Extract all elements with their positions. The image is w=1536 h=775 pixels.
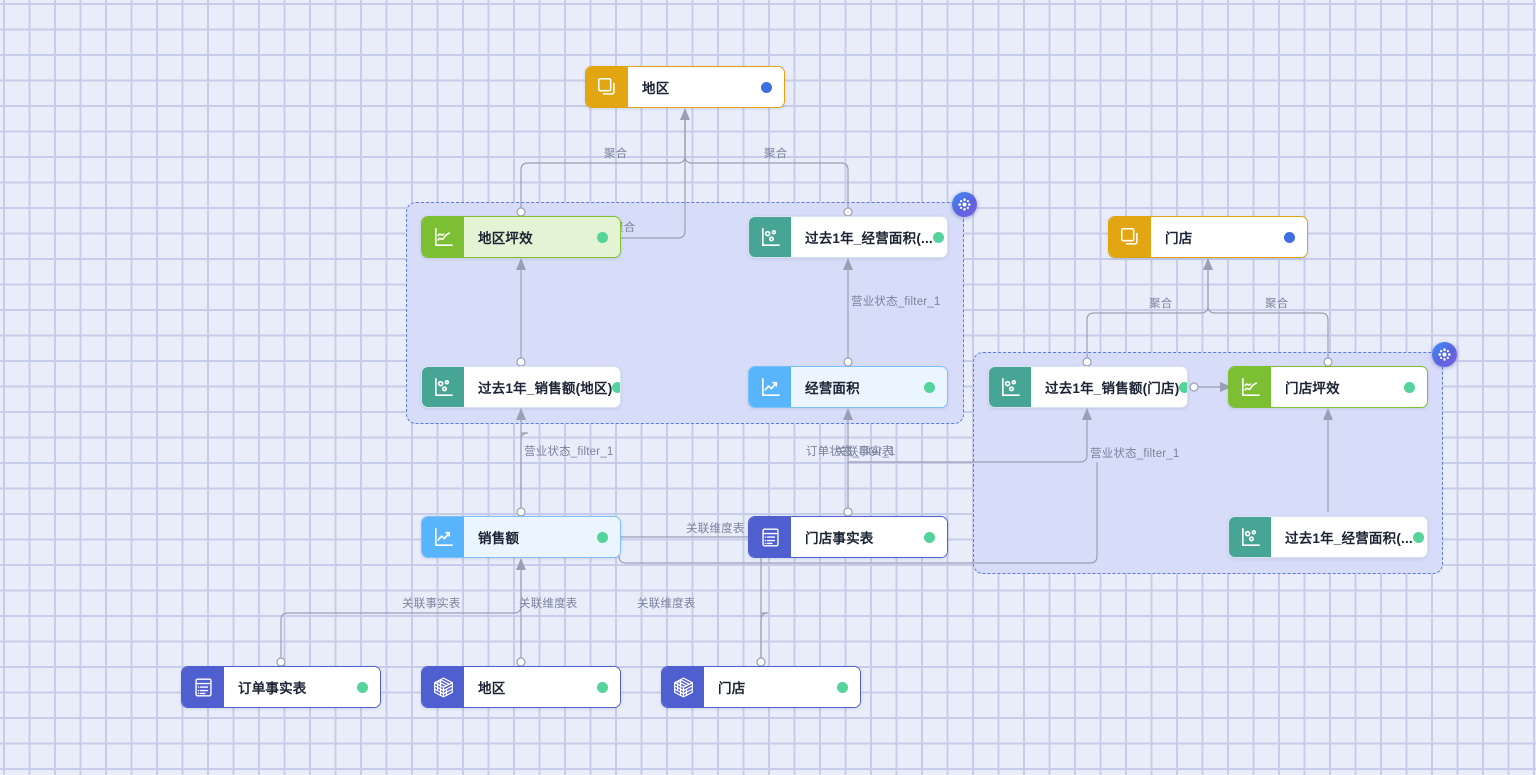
- node-label: 过去1年_经营面积(...: [805, 231, 933, 246]
- node-table-store-fact[interactable]: 门店事实表: [748, 516, 948, 558]
- node-atomic-region-sales-1y[interactable]: 过去1年_销售额(地区): [421, 366, 621, 408]
- node-label: 地区坪效: [478, 231, 533, 246]
- node-metric-sales[interactable]: 销售额: [421, 516, 621, 558]
- node-body: 地区坪效: [464, 217, 620, 257]
- node-body: 地区: [464, 667, 620, 707]
- node-label: 门店: [718, 681, 746, 696]
- status-dot: [924, 381, 935, 393]
- settings-gear-icon: [958, 198, 971, 211]
- cube-dimension-icon: [422, 667, 464, 707]
- scatter-chart-icon: [422, 367, 464, 407]
- node-label: 订单事实表: [238, 681, 307, 696]
- trend-chart-icon: [749, 367, 791, 407]
- line-chart-icon: [1229, 367, 1271, 407]
- node-body: 经营面积: [791, 367, 947, 407]
- status-dot: [932, 231, 944, 243]
- node-body: 门店: [704, 667, 860, 707]
- node-label: 地区: [478, 681, 506, 696]
- node-body: 门店坪效: [1271, 367, 1427, 407]
- status-dot: [837, 681, 848, 693]
- status-dot: [761, 81, 772, 93]
- scatter-chart-icon: [749, 217, 791, 257]
- status-dot: [612, 381, 620, 393]
- settings-gear-icon: [1438, 348, 1451, 361]
- node-metric-region-ppsm[interactable]: 地区坪效: [421, 216, 621, 258]
- node-label: 门店: [1165, 231, 1193, 246]
- node-atomic-region-area-1y[interactable]: 过去1年_经营面积(...: [748, 216, 948, 258]
- node-atomic-store-area-1y[interactable]: 过去1年_经营面积(...: [1228, 516, 1428, 558]
- scatter-chart-icon: [989, 367, 1031, 407]
- node-body: 地区: [628, 67, 784, 107]
- line-chart-icon: [422, 217, 464, 257]
- node-body: 过去1年_经营面积(...: [1271, 517, 1427, 557]
- node-dataset-region[interactable]: 地区: [585, 66, 785, 108]
- status-dot: [1412, 531, 1424, 543]
- scatter-chart-icon: [1229, 517, 1271, 557]
- node-label: 门店坪效: [1285, 381, 1340, 396]
- node-body: 门店事实表: [791, 517, 947, 557]
- node-body: 订单事实表: [224, 667, 380, 707]
- status-dot: [597, 531, 608, 543]
- node-body: 过去1年_销售额(门店): [1031, 367, 1187, 407]
- status-dot: [1179, 381, 1187, 393]
- table-list-icon: [182, 667, 224, 707]
- trend-chart-icon: [422, 517, 464, 557]
- group-settings-gear-button-region[interactable]: [952, 192, 977, 217]
- dataset-stack-icon: [586, 67, 628, 107]
- node-dimension-region[interactable]: 地区: [421, 666, 621, 708]
- group-settings-gear-button-store[interactable]: [1432, 342, 1457, 367]
- status-dot: [597, 681, 608, 693]
- node-body: 过去1年_经营面积(...: [791, 217, 947, 257]
- node-body: 过去1年_销售额(地区): [464, 367, 620, 407]
- status-dot: [597, 231, 608, 243]
- node-label: 门店事实表: [805, 531, 874, 546]
- node-label: 过去1年_销售额(地区): [478, 381, 613, 396]
- node-body: 门店: [1151, 217, 1307, 257]
- dataset-stack-icon: [1109, 217, 1151, 257]
- node-dimension-store[interactable]: 门店: [661, 666, 861, 708]
- cube-dimension-icon: [662, 667, 704, 707]
- status-dot: [1404, 381, 1415, 393]
- node-body: 销售额: [464, 517, 620, 557]
- status-dot: [924, 531, 935, 543]
- node-table-order-fact[interactable]: 订单事实表: [181, 666, 381, 708]
- node-metric-store-ppsm[interactable]: 门店坪效: [1228, 366, 1428, 408]
- table-list-icon: [749, 517, 791, 557]
- node-atomic-store-sales-1y[interactable]: 过去1年_销售额(门店): [988, 366, 1188, 408]
- status-dot: [357, 681, 368, 693]
- node-label: 地区: [642, 81, 670, 96]
- node-label: 销售额: [478, 531, 520, 546]
- node-dataset-store[interactable]: 门店: [1108, 216, 1308, 258]
- node-label: 过去1年_经营面积(...: [1285, 531, 1413, 546]
- node-metric-area[interactable]: 经营面积: [748, 366, 948, 408]
- status-dot: [1284, 231, 1295, 243]
- node-label: 过去1年_销售额(门店): [1045, 381, 1180, 396]
- node-label: 经营面积: [805, 381, 860, 396]
